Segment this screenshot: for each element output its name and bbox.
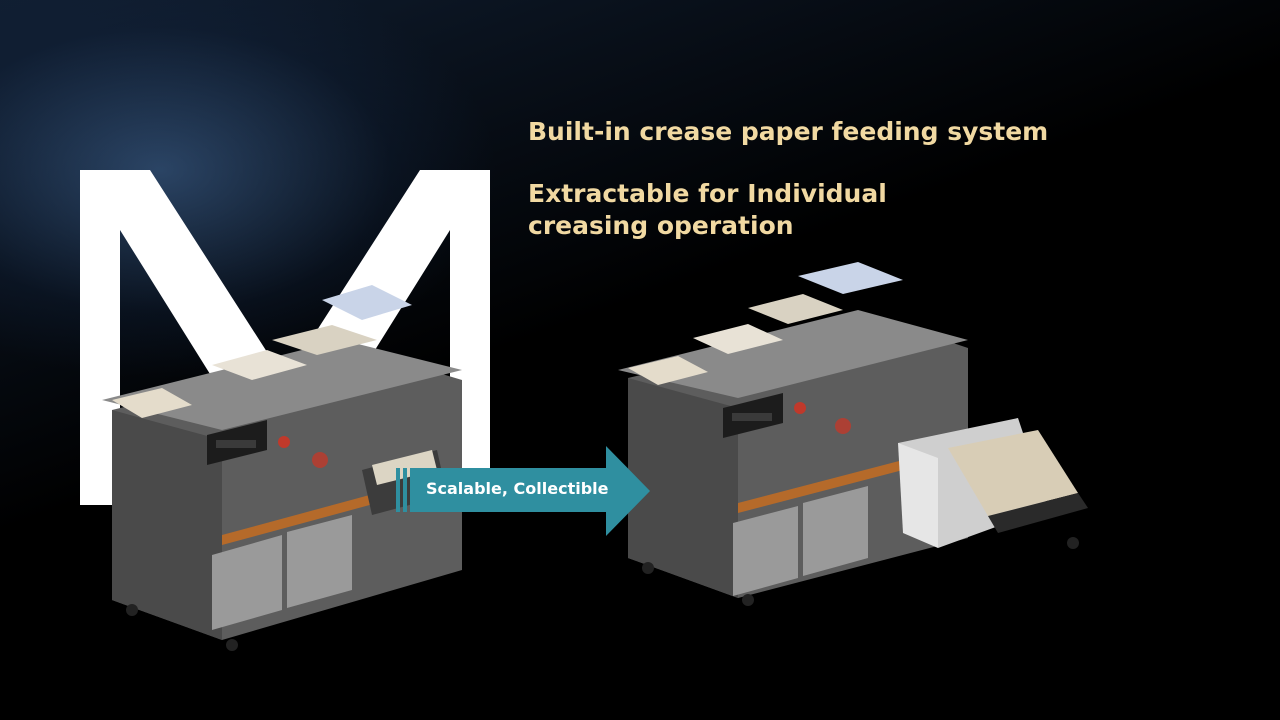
arrow-label: Scalable, Collectible <box>426 479 609 498</box>
big-letter-m-icon <box>80 170 490 505</box>
binding-machine-extended-illustration <box>618 262 1088 606</box>
arrow-right-icon <box>396 446 650 536</box>
headline-feeding-system: Built-in crease paper feeding system <box>528 117 1049 146</box>
headline-extractable: Extractable for Individual creasing oper… <box>528 179 887 240</box>
